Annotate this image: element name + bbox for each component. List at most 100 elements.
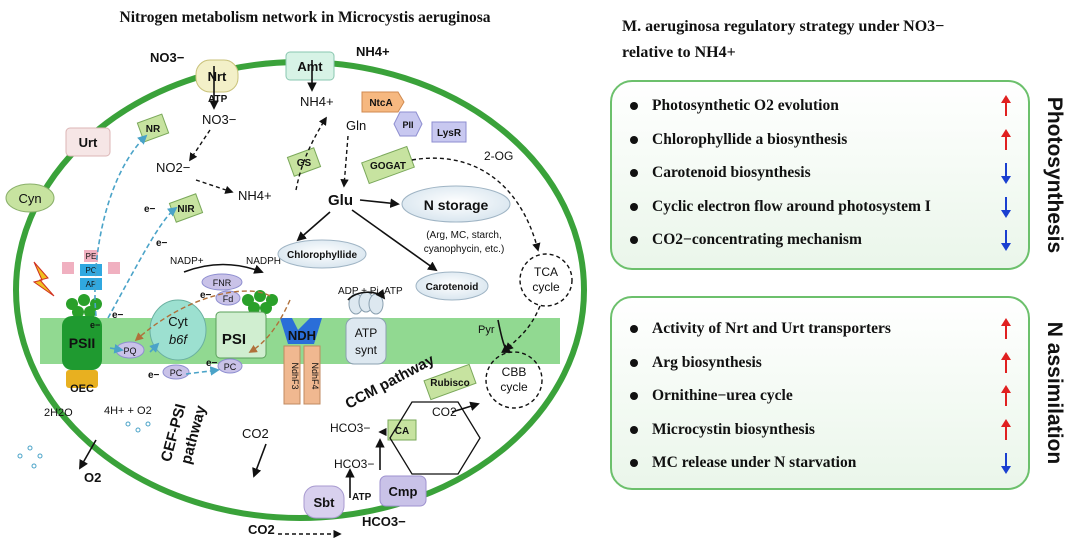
atp-synthase-product: ATP [384,286,403,297]
nr-label: NR [146,124,161,135]
svg-text:Cmp: Cmp [389,484,418,499]
cbb-label1: CBB [502,365,527,379]
n-assimilation-label: N assimilation [1043,321,1067,465]
two-og: 2-OG [484,149,513,163]
n-storage-note1: (Arg, MC, starch, [426,230,502,241]
psii-chlorophyll-cluster [66,294,102,318]
gln: Gln [346,118,366,133]
co2-left: CO2 [242,426,269,441]
nh4-inside: NH4+ [300,94,334,109]
ndhf4-label: NdhF4 [310,362,320,389]
photosynthesis-panel: Photosynthetic O2 evolution Chlorophylli… [610,80,1030,270]
cbb-cycle [485,351,543,409]
tca-label2: cycle [532,280,560,294]
list-item: Chlorophyllide a biosynthesis [612,123,1028,157]
light-icon [32,261,55,297]
ndh-complex [280,318,322,344]
up-arrow-icon [1000,128,1012,151]
svg-text:Amt: Amt [297,59,323,74]
list-item: MC release under N starvation [612,446,1028,480]
solid-arrows [79,60,512,498]
cyn-transporter: Cyn [5,183,55,213]
down-arrow-icon [1000,229,1012,251]
cyt-label2: b6f [169,332,188,347]
dashed-arrows [189,116,541,539]
ntca-regulator [361,91,405,113]
chlorophyllide-label: Chlorophyllide [287,250,357,261]
n-storage-label: N storage [424,197,489,213]
list-item: CO2−concentrating mechanism [612,223,1028,257]
amt-transporter: Amt [285,51,335,81]
list-item: Photosynthetic O2 evolution [612,89,1028,123]
right-title: M. aeruginosa regulatory strategy under … [622,14,1042,66]
ndhf3-subunit [283,345,301,405]
electron-3: e− [200,290,212,301]
gogat-enzyme [361,145,415,185]
svg-text:PE: PE [86,252,97,261]
lysr-label: LysR [437,128,462,139]
electron-6: e− [206,358,218,369]
gs-label: GS [297,158,312,169]
nadph: NADPH [246,256,281,267]
up-arrow-icon [1000,95,1012,117]
nadp: NADP+ [170,256,204,267]
o2-outside: O2 [84,470,101,485]
up-arrow-icon [1000,318,1012,340]
left-title: Nitrogen metabolism network in Microcyst… [120,9,491,26]
ca-label: CA [395,426,409,437]
cyclic-electron-path [134,290,291,353]
n-assimilation-panel: Activity of Nrt and Urt transporters Arg… [610,296,1030,490]
nh4-mid: NH4+ [238,188,272,203]
pc-label: PC [170,368,183,378]
water: 2H2O [44,407,73,419]
carboxysome [389,401,481,475]
atp-synt-label1: ATP [355,326,377,340]
svg-text:Urt: Urt [79,135,98,150]
gogat-label: GOGAT [370,161,406,172]
chlorophyllide-cloud [277,239,367,269]
oec-complex [66,370,98,388]
list-item: Carotenoid biosynthesis [612,156,1028,190]
svg-text:AP: AP [86,280,97,289]
electron-paths [94,134,220,376]
nh4-outside: NH4+ [356,44,390,59]
fd-label: Fd [223,294,234,304]
up-arrow-icon [1000,385,1012,407]
electron-4: e− [112,310,124,321]
psi-chlorophyll-cluster [242,290,278,314]
co2-outside: CO2 [248,522,275,537]
pyruvate: Pyr [478,324,495,336]
list-item: Cyclic electron flow around photosystem … [612,190,1028,224]
right-title-line2: relative to NH4+ [622,44,736,61]
n-storage-cloud [401,185,511,223]
photosynthesis-list: Photosynthetic O2 evolution Chlorophylli… [612,89,1028,257]
ndhf3-label: NdhF3 [290,362,300,389]
electron-2: e− [156,238,168,249]
svg-text:Nrt: Nrt [208,69,227,84]
glu: Glu [328,192,353,209]
hco3-inside: HCO3− [334,457,374,471]
hco3-ca: HCO3− [330,421,370,435]
no3-outside: NO3− [150,50,185,65]
pc2-label: PC [224,362,237,372]
plastocyanin [162,364,190,380]
list-item: Ornithine−urea cycle [612,379,1028,413]
ndh-label: NDH [288,328,316,343]
cbb-label2: cycle [500,380,528,394]
electron-1: e− [144,204,156,215]
nir-label: NIR [177,204,195,215]
sbt-transporter: Sbt [303,485,345,519]
phycobilisome: PE PC AP [62,250,120,290]
photosynthesis-label: Photosynthesis [1043,96,1066,254]
svg-text:Cyn: Cyn [18,191,41,206]
psii-complex [62,316,102,370]
n-assimilation-list: Activity of Nrt and Urt transporters Arg… [612,312,1028,480]
pii-regulator [393,111,423,137]
rubisco-enzyme [423,363,477,401]
fnr-enzyme [201,273,243,291]
cytb6f-complex [149,299,207,361]
ndhf4-subunit [303,345,321,405]
down-arrow-icon [1000,162,1012,184]
atp-sbt: ATP [352,492,372,503]
psii-electron: e− [90,320,100,330]
